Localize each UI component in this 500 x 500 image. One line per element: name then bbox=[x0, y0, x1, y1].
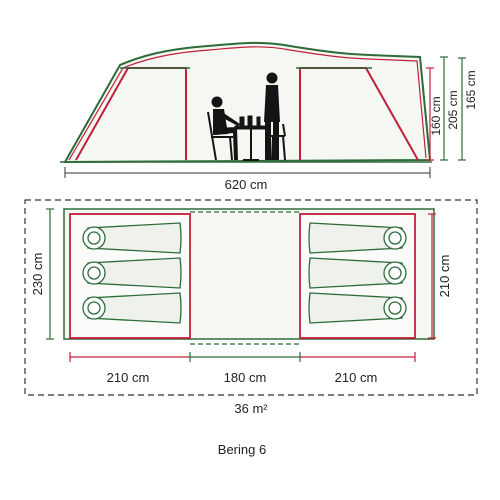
sleeping-bag bbox=[82, 257, 182, 289]
table bbox=[234, 115, 268, 161]
sleeping-bag bbox=[82, 292, 182, 324]
sleeping-bag bbox=[308, 222, 407, 254]
width-label-left-bedroom: 210 cm bbox=[107, 370, 150, 385]
sleeping-bags-right bbox=[308, 222, 407, 324]
bedroom-depth-label: 210 cm bbox=[437, 255, 452, 298]
sleeping-bags-left bbox=[82, 222, 182, 324]
floor-plan: 230 cm 210 cm 210 cm 180 cm 210 cm 36 m² bbox=[24, 199, 478, 416]
sleeping-bag bbox=[308, 292, 407, 324]
height-label-peak: 205 cm bbox=[446, 90, 460, 129]
footprint-outline bbox=[24, 199, 478, 396]
product-name: Bering 6 bbox=[218, 442, 266, 457]
sleeping-bag bbox=[308, 257, 407, 289]
depth-label: 230 cm bbox=[30, 253, 45, 296]
sleeping-bag bbox=[82, 222, 182, 254]
height-dimensions bbox=[426, 56, 466, 161]
standing-person-figure bbox=[264, 72, 280, 160]
tent-profile-inner bbox=[68, 46, 427, 161]
height-label-living: 165 cm bbox=[464, 70, 478, 109]
chair bbox=[207, 111, 233, 161]
depth-dimension bbox=[46, 208, 54, 340]
side-view: 620 cm 160 cm 205 cm 165 cm bbox=[60, 41, 478, 192]
chair-right bbox=[271, 123, 286, 161]
width-dimensions bbox=[69, 352, 416, 362]
bedroom-depth-dimension bbox=[428, 213, 436, 339]
height-label-inner: 160 cm bbox=[429, 96, 443, 135]
seated-person-figure bbox=[211, 96, 240, 160]
width-label-living: 180 cm bbox=[224, 370, 267, 385]
area-label: 36 m² bbox=[234, 401, 268, 416]
tent-profile-outer bbox=[63, 41, 432, 164]
width-label-right-bedroom: 210 cm bbox=[335, 370, 378, 385]
side-width-dimension bbox=[64, 167, 431, 178]
side-width-label: 620 cm bbox=[225, 177, 268, 192]
